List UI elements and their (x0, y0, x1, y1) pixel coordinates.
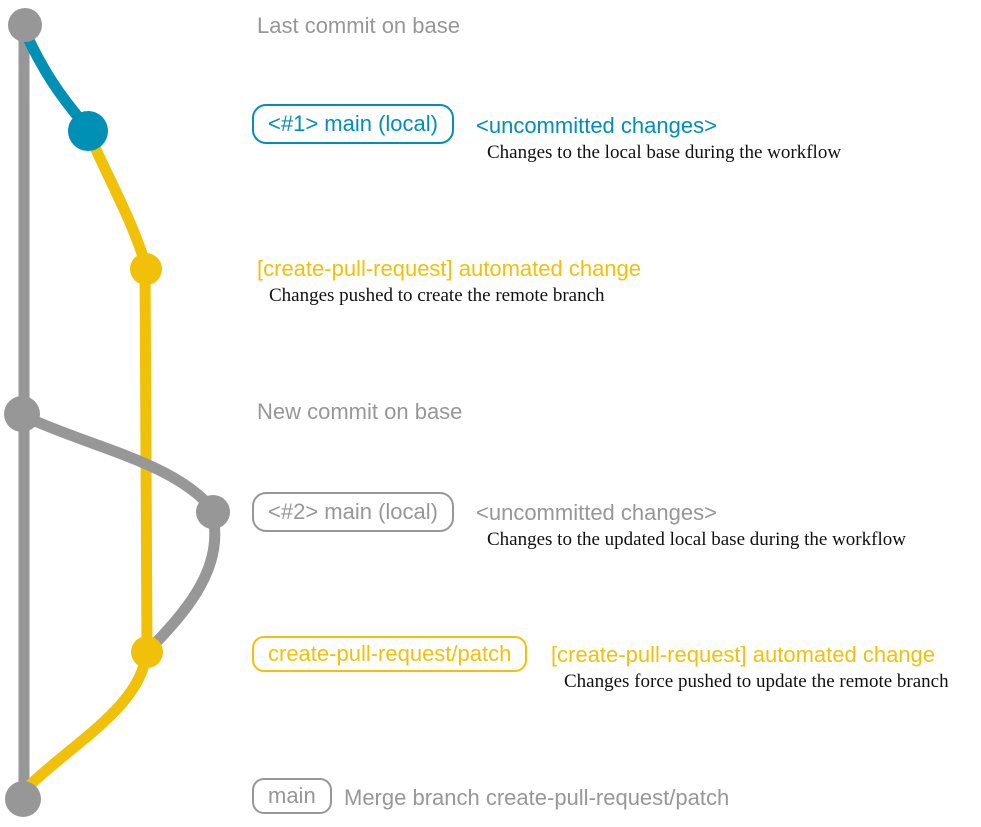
branch-line-main-local-2 (22, 412, 214, 510)
commit-description-uncommitted-1: Changes to the local base during the wor… (487, 142, 842, 163)
branch-line-patch-vertical (139, 259, 153, 656)
commit-dot-last-base (8, 8, 42, 42)
commit-message-automated-2: [create-pull-request] automated change (551, 642, 936, 667)
commit-message-uncommitted-1: <uncommitted changes> (476, 113, 717, 138)
commit-dot-new-base (4, 396, 40, 432)
branch-line-main-local-1 (20, 28, 92, 132)
commit-description-uncommitted-2: Changes to the updated local base during… (487, 529, 906, 550)
commit-dot-uncommitted-1 (68, 111, 108, 151)
branch-line-main-local-2-to-patch (146, 517, 221, 653)
branch-line-patch-out (84, 130, 151, 269)
commit-dot-merge (5, 781, 41, 817)
branch-tag-main-local-2: <#2> main (local) (252, 492, 454, 532)
commit-message-uncommitted-2: <uncommitted changes> (476, 500, 717, 525)
branch-tag-main-local-1: <#1> main (local) (252, 104, 454, 144)
branch-line-patch-merge (23, 648, 152, 792)
commit-dot-uncommitted-2 (196, 495, 230, 529)
commit-dot-automated-2 (131, 636, 163, 668)
commit-description-automated-1: Changes pushed to create the remote bran… (269, 285, 605, 306)
commit-dot-automated-1 (130, 253, 162, 285)
commit-message-merge: Merge branch create-pull-request/patch (344, 785, 730, 810)
branch-tag-patch: create-pull-request/patch (252, 636, 528, 672)
commit-message-last-base: Last commit on base (257, 13, 460, 38)
branch-tag-main: main (252, 778, 332, 814)
commit-description-automated-2: Changes force pushed to update the remot… (564, 671, 949, 692)
commit-message-automated-1: [create-pull-request] automated change (257, 256, 642, 281)
commit-message-new-base: New commit on base (257, 399, 463, 424)
